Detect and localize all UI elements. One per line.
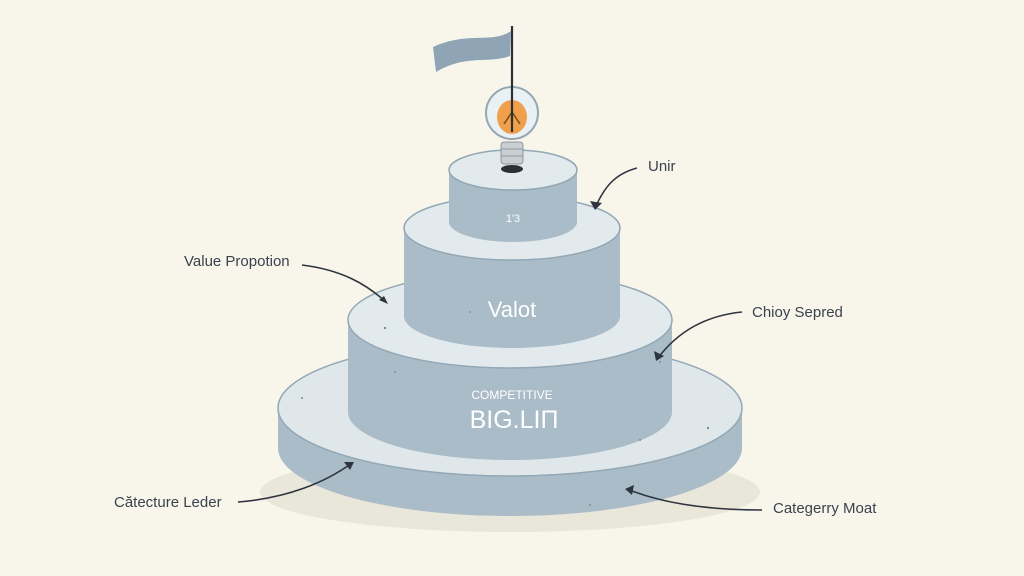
callout-left-upper: Value Propotion: [184, 253, 290, 270]
tier-middle-label: Valot: [488, 297, 537, 322]
callout-top-right: Unir: [648, 158, 676, 175]
arrow-left-upper: [301, 264, 387, 303]
callout-arrows: [237, 167, 763, 511]
surface-speckles: [301, 311, 710, 506]
flag-icon: [433, 26, 514, 132]
arrow-right-lower: [626, 488, 763, 511]
arrow-left-lower: [237, 462, 353, 503]
tier-lower-label: BIG.LIП: [470, 406, 559, 434]
tier-lower-kicker: COMPETITIVE: [471, 388, 552, 402]
arrow-top-right: [594, 167, 638, 209]
tier-top-label: 1'3: [506, 213, 520, 225]
callout-right-middle: Chioy Sepred: [752, 304, 843, 321]
callout-right-lower: Categerry Moat: [773, 500, 877, 517]
arrow-right-middle: [657, 311, 743, 359]
callout-left-lower: Cătecture Leder: [114, 494, 222, 511]
